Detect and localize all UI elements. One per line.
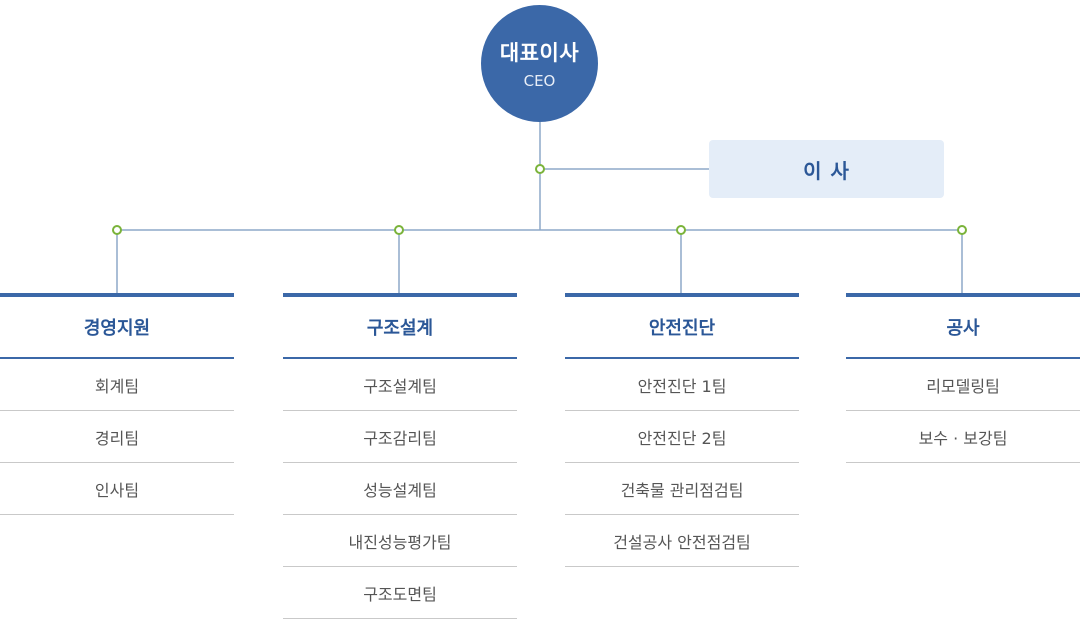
department-safety-diagnosis: 안전진단 안전진단 1팀 안전진단 2팀 건축물 관리점검팀 건설공사 안전점검…: [565, 293, 799, 567]
ceo-title: 대표이사: [499, 41, 580, 65]
department-title: 안전진단: [565, 293, 799, 359]
dept-junction-node: [394, 225, 404, 235]
team-item: 보수 · 보강팀: [846, 411, 1080, 463]
team-item: 구조설계팀: [283, 359, 517, 411]
team-list: 회계팀 경리팀 인사팀: [0, 359, 234, 515]
team-item: 건설공사 안전점검팀: [565, 515, 799, 567]
dept-junction-node: [676, 225, 686, 235]
team-item: 내진성능평가팀: [283, 515, 517, 567]
department-construction: 공사 리모델링팀 보수 · 보강팀: [846, 293, 1080, 463]
team-item: 경리팀: [0, 411, 234, 463]
team-list: 구조설계팀 구조감리팀 성능설계팀 내진성능평가팀 구조도면팀: [283, 359, 517, 619]
team-item: 건축물 관리점검팀: [565, 463, 799, 515]
director-junction-node: [535, 164, 545, 174]
team-list: 리모델링팀 보수 · 보강팀: [846, 359, 1080, 463]
department-title: 공사: [846, 293, 1080, 359]
team-item: 안전진단 2팀: [565, 411, 799, 463]
team-item: 구조도면팀: [283, 567, 517, 619]
team-item: 회계팀: [0, 359, 234, 411]
director-label: 이 사: [803, 158, 850, 183]
dept-junction-node: [112, 225, 122, 235]
department-management-support: 경영지원 회계팀 경리팀 인사팀: [0, 293, 234, 515]
team-list: 안전진단 1팀 안전진단 2팀 건축물 관리점검팀 건설공사 안전점검팀: [565, 359, 799, 567]
team-item: 성능설계팀: [283, 463, 517, 515]
team-item: 리모델링팀: [846, 359, 1080, 411]
ceo-subtitle: CEO: [523, 72, 556, 90]
department-title: 경영지원: [0, 293, 234, 359]
department-structural-design: 구조설계 구조설계팀 구조감리팀 성능설계팀 내진성능평가팀 구조도면팀: [283, 293, 517, 619]
department-title: 구조설계: [283, 293, 517, 359]
dept-junction-node: [957, 225, 967, 235]
director-box: 이 사: [709, 140, 944, 198]
team-item: 인사팀: [0, 463, 234, 515]
team-item: 구조감리팀: [283, 411, 517, 463]
team-item: 안전진단 1팀: [565, 359, 799, 411]
ceo-node: 대표이사 CEO: [481, 5, 598, 122]
